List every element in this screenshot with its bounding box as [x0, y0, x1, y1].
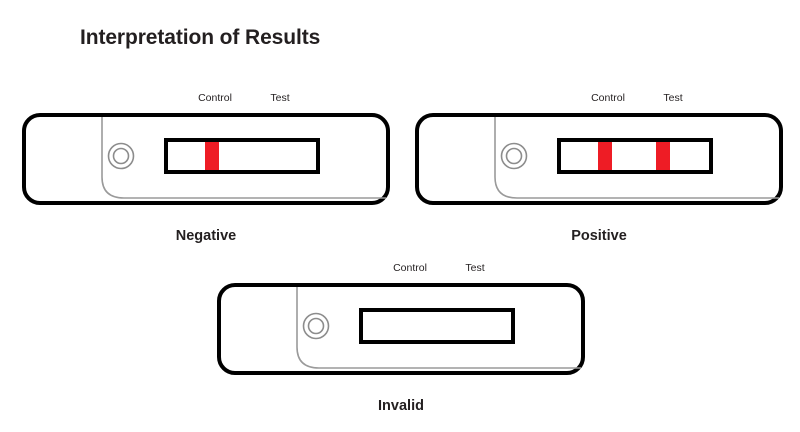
cassette-body-positive [415, 113, 783, 205]
control-label-positive: Control [591, 92, 625, 104]
sample-port-positive [500, 142, 528, 170]
control-label-invalid: Control [393, 262, 427, 274]
cassette-body-invalid [217, 283, 585, 375]
control-label-negative: Control [198, 92, 232, 104]
test-label-negative: Test [270, 92, 290, 104]
result-window-positive [557, 138, 713, 174]
control-band-positive [598, 142, 612, 170]
cassette-invalid: Control Test Invalid [215, 262, 587, 424]
cassette-positive: Control Test Positive [413, 92, 785, 252]
cassette-negative: Control Test Negative [20, 92, 392, 252]
cassette-bevel-invalid [296, 287, 581, 369]
test-label-positive: Test [663, 92, 683, 104]
result-window-invalid [359, 308, 515, 344]
test-label-invalid: Test [465, 262, 485, 274]
sample-port-invalid [302, 312, 330, 340]
result-label-positive: Positive [571, 228, 627, 244]
cassette-body-negative [22, 113, 390, 205]
result-window-negative [164, 138, 320, 174]
sample-port-negative [107, 142, 135, 170]
control-band-negative [205, 142, 219, 170]
result-label-negative: Negative [175, 228, 237, 244]
test-band-positive [656, 142, 670, 170]
cassette-bevel-positive [494, 117, 779, 199]
result-label-invalid: Invalid [378, 398, 424, 414]
page-title: Interpretation of Results [80, 26, 321, 49]
cassette-bevel-negative [101, 117, 386, 199]
